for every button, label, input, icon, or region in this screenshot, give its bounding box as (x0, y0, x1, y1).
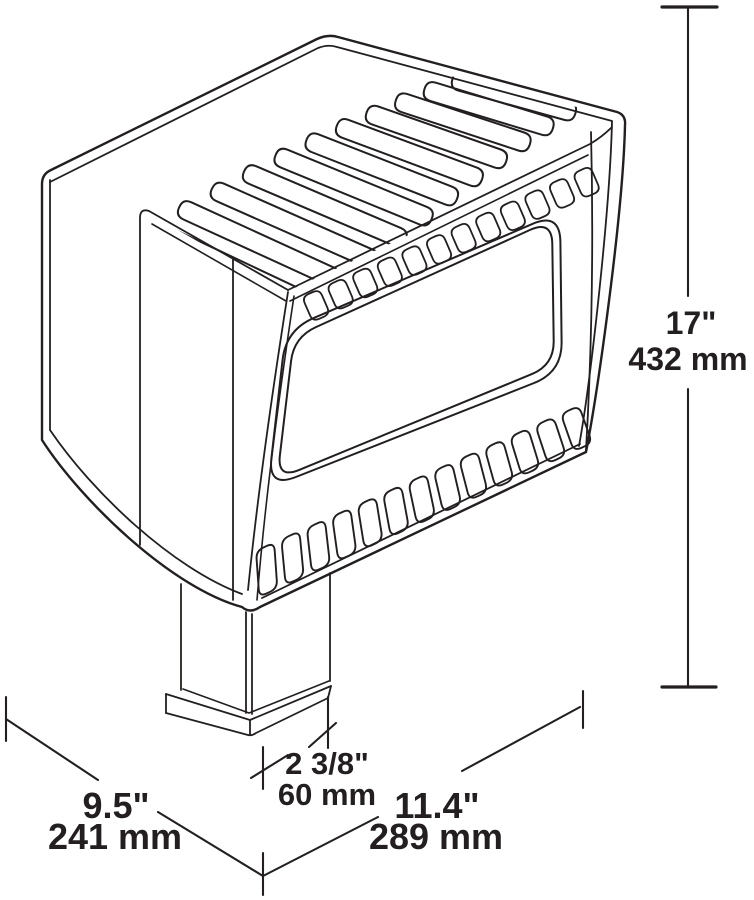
bottom-vent-slot (306, 521, 331, 572)
dim-depth-mm: 241 mm (48, 816, 182, 857)
scallop-vent (327, 279, 354, 310)
front-face-top-rim (287, 126, 613, 291)
housing-silhouette (40, 34, 627, 612)
bottom-vent-slot (255, 543, 278, 596)
front-face-right-edge (585, 131, 594, 451)
fin-slot (394, 92, 532, 153)
fin-slot (304, 132, 460, 207)
dimension-width: 11.4" 289 mm (261, 689, 585, 878)
scallop-vent (573, 167, 600, 198)
bottom-vent-slot (510, 429, 540, 475)
front-face-top-rim-inner (289, 154, 589, 302)
flange-face (166, 686, 331, 735)
housing-left-crease (139, 209, 289, 546)
scallop-vent (524, 189, 551, 220)
bottom-vent-slot (459, 452, 488, 499)
housing-bottom-band-inner-line (261, 443, 581, 599)
flange-right-edge (327, 685, 332, 699)
dim-depth-line-b (156, 810, 265, 878)
dim-mount-mm: 60 mm (278, 777, 376, 812)
window-outer (270, 219, 563, 481)
dim-mount-slash-left (249, 753, 290, 780)
mounting-pole (165, 572, 332, 737)
scallop-vent (549, 178, 576, 209)
bottom-vent-slot (332, 509, 357, 560)
bottom-vent-slot (434, 464, 461, 511)
bottom-vent-slot (536, 418, 566, 463)
housing-bottom-left-inner-curve (49, 429, 243, 595)
bottom-vent-slot (408, 475, 435, 523)
dim-depth-line-a (4, 717, 100, 782)
dim-width-mm: 289 mm (369, 816, 503, 857)
scallop-vent (303, 290, 330, 321)
dim-height-mm: 432 mm (628, 341, 747, 377)
dimension-height: 17" 432 mm (628, 5, 748, 689)
dim-mount-inches: 2 3/8" (285, 746, 369, 781)
front-face-left-edge (247, 291, 289, 591)
dim-mount-slash-right (307, 721, 338, 749)
window-inner (278, 226, 555, 474)
fin-slot (334, 118, 484, 188)
scallop-vent (450, 223, 477, 254)
fin-slot (364, 104, 509, 170)
fin-slot (422, 81, 555, 137)
lens-window (270, 219, 563, 481)
housing-top-inner-rim (49, 44, 613, 447)
scallop-vent (352, 267, 379, 299)
scallop-vent (475, 211, 502, 243)
fixture-housing (40, 34, 627, 612)
bottom-vent-slot (485, 441, 514, 487)
dim-width-line-b (460, 705, 582, 773)
flange-bottom-rim (165, 697, 329, 737)
bottom-vent-slot (383, 486, 409, 536)
bottom-vent-slot (281, 532, 305, 584)
dim-height-inches: 17" (666, 305, 717, 341)
fin-slot (273, 147, 434, 227)
bottom-vent-slots (255, 407, 592, 596)
bottom-vent-slot (357, 498, 383, 548)
dim-width-inches: 11.4" (394, 785, 479, 826)
flange-inner-rim (182, 680, 330, 714)
scallop-vent (499, 200, 526, 231)
dimension-mount: 2 3/8" 60 mm (249, 695, 376, 812)
bottom-vent-slot (561, 407, 592, 450)
dim-width-line-a (261, 815, 380, 878)
dimension-depth: 9.5" 241 mm (4, 695, 265, 897)
dim-depth-inches: 9.5" (82, 785, 149, 826)
housing-shoulder-lower-line (151, 223, 287, 302)
